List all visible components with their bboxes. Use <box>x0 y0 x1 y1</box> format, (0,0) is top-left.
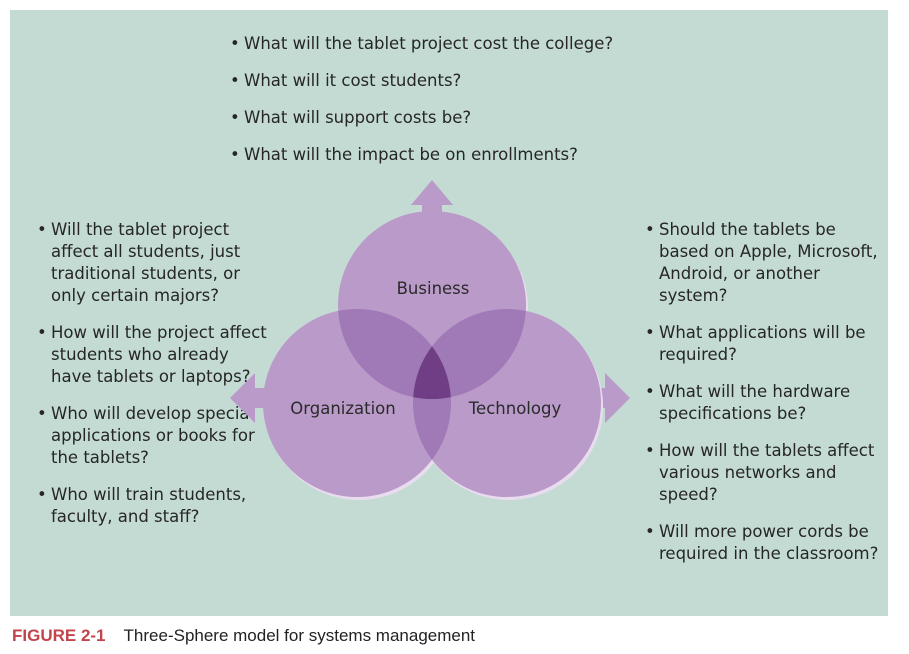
list-item: How will the project affect students who… <box>37 322 267 388</box>
business-label: Business <box>397 279 470 298</box>
caption-text: Three-Sphere model for systems managemen… <box>123 626 476 645</box>
organization-questions: Will the tablet project affect all stude… <box>37 219 267 543</box>
list-item: Will more power cords be required in the… <box>645 521 885 565</box>
business-questions: What will the tablet project cost the co… <box>230 33 690 181</box>
technology-questions: Should the tablets be based on Apple, Mi… <box>645 219 885 580</box>
up-arrow <box>411 180 453 225</box>
list-item: Who will train students, faculty, and st… <box>37 484 267 528</box>
list-item: What will the tablet project cost the co… <box>230 33 690 55</box>
list-item: Who will develop special applications or… <box>37 403 267 469</box>
list-item: What will it cost students? <box>230 70 690 92</box>
organization-label: Organization <box>290 399 396 418</box>
figure-number: FIGURE 2-1 <box>12 626 106 645</box>
figure-caption: FIGURE 2-1 Three-Sphere model for systems… <box>12 626 475 646</box>
left-arrow <box>230 373 285 423</box>
list-item: What will the hardware specifications be… <box>645 381 885 425</box>
list-item: Should the tablets be based on Apple, Mi… <box>645 219 885 307</box>
business-organization-overlap <box>338 309 451 399</box>
business-technology-overlap <box>413 309 526 399</box>
three-sphere-diagram: Business Organization Technology <box>230 180 630 500</box>
list-item: What will support costs be? <box>230 107 690 129</box>
technology-label: Technology <box>468 399 562 418</box>
list-item: Will the tablet project affect all stude… <box>37 219 267 307</box>
list-item: What will the impact be on enrollments? <box>230 144 690 166</box>
list-item: What applications will be required? <box>645 322 885 366</box>
list-item: How will the tablets affect various netw… <box>645 440 885 506</box>
